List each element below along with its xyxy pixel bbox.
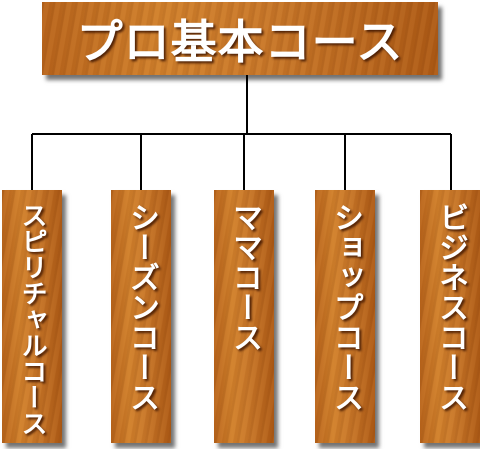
course-label: シーズンコース [124, 202, 159, 412]
course-label: ショップコース [328, 202, 363, 412]
course-label: ママコース [227, 202, 262, 352]
course-board-business: ビジネスコース [420, 190, 480, 443]
title-text: プロ基本コース [76, 14, 404, 69]
title-board: プロ基本コース [42, 2, 438, 75]
course-board-mama: ママコース [214, 190, 274, 443]
course-label: ビジネスコース [433, 202, 468, 412]
course-board-shop: ショップコース [315, 190, 375, 443]
course-board-spiritual: スピリチャルコース [2, 190, 62, 443]
course-label: スピリチャルコース [17, 202, 47, 436]
course-board-season: シーズンコース [111, 190, 171, 443]
